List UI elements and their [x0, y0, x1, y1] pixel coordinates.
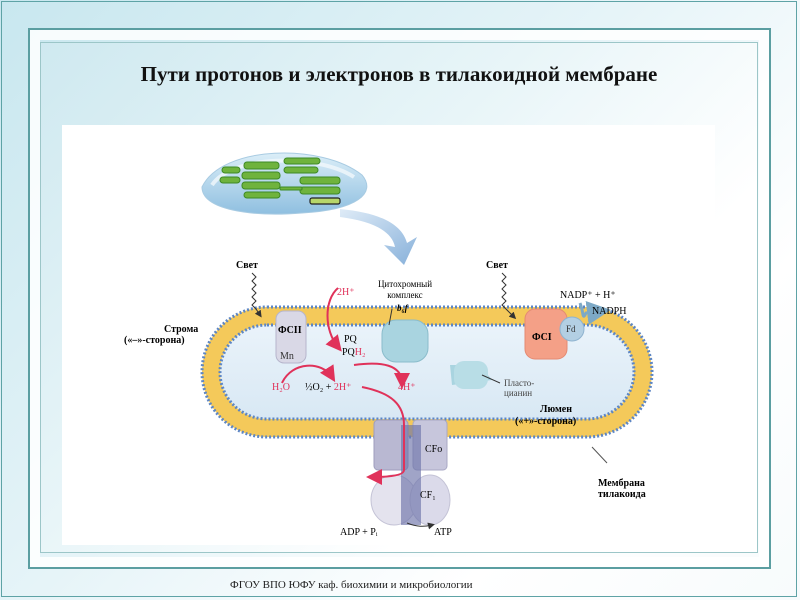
pqh2-label: PQH₂ [342, 347, 366, 358]
atp-arrow [406, 522, 435, 530]
nadph-label: NADPH [592, 306, 626, 317]
h2-plus: 2H⁺ [334, 382, 352, 393]
atp-synthase [370, 419, 451, 526]
psii-label: ФСII [278, 325, 302, 336]
light-arrow-left [251, 272, 262, 318]
cyt-pointer [388, 308, 393, 326]
proton-flow-atp [361, 386, 405, 485]
water-split-arrow [281, 364, 336, 384]
stroma-side-label: («–»-сторона) [124, 335, 185, 346]
membrane-pointer [591, 446, 608, 464]
chloroplast-illustration [201, 152, 368, 215]
frame-band [30, 30, 769, 567]
4h-label: 4H⁺ [398, 382, 416, 393]
plasto-label-2: цианин [504, 388, 532, 398]
psi-label: ФСI [532, 332, 552, 343]
diagram-svg: Свет Свет Строма («–»-сторона) ФСII Mn 2… [124, 152, 654, 538]
cyt-label-1: Цитохромный [378, 279, 432, 289]
cytochrome-complex [381, 319, 492, 389]
cf1-label: CF₁ [420, 490, 436, 501]
mn-label: Mn [280, 351, 294, 362]
pqh2-base: PQ [342, 347, 356, 358]
atp-label: ATP [434, 527, 452, 538]
cfo-label: CFo [425, 444, 442, 455]
fd-label: Fd [566, 324, 576, 334]
nadp-label: NADP⁺ + H⁺ [560, 290, 616, 301]
membrane-label-1: Мембрана [598, 478, 645, 489]
adp-label: ADP + Pᵢ [340, 527, 378, 538]
slide-title: Пути протонов и электронов в тилакоидной… [140, 62, 658, 86]
photosystem-i [524, 308, 585, 360]
cyt-label-3: b₆f [397, 303, 409, 313]
plasto-pointer [481, 374, 501, 384]
pq-label: PQ [344, 334, 358, 345]
plasto-label-1: Пласто- [504, 378, 534, 388]
thylakoid-membrane [200, 305, 654, 439]
o2-label: ½O₂ + 2H⁺ [305, 382, 351, 393]
proton-arrow-pqh [353, 362, 410, 389]
light-label-right: Свет [486, 260, 508, 271]
zoom-arrow [340, 209, 417, 265]
lumen-label: Люмен [540, 404, 572, 415]
footer-text: ФГОУ ВПО ЮФУ каф. биохимии и микробиолог… [230, 579, 473, 591]
thylakoid-diagram: Свет Свет Строма («–»-сторона) ФСII Mn 2… [62, 125, 715, 545]
lumen-side-label: («+»-сторона) [515, 416, 576, 427]
footer: ФГОУ ВПО ЮФУ каф. биохимии и микробиолог… [0, 577, 800, 595]
photosystem-ii [275, 310, 307, 364]
pqh2-h: H₂ [355, 347, 366, 358]
light-arrow-right [501, 272, 517, 320]
light-label-left: Свет [236, 260, 258, 271]
stroma-label: Строма [164, 324, 198, 335]
cyt-label-2: комплекс [387, 290, 422, 300]
middle-frame [28, 28, 771, 569]
membrane-label-2: тилакоида [598, 489, 646, 500]
h2o-label: H₂O [272, 382, 290, 393]
nadph-arrow [578, 300, 611, 325]
proton-arrow-2h [325, 287, 342, 352]
o2-part: ½O₂ + [305, 382, 334, 393]
top-2h-label: 2H⁺ [337, 287, 355, 298]
